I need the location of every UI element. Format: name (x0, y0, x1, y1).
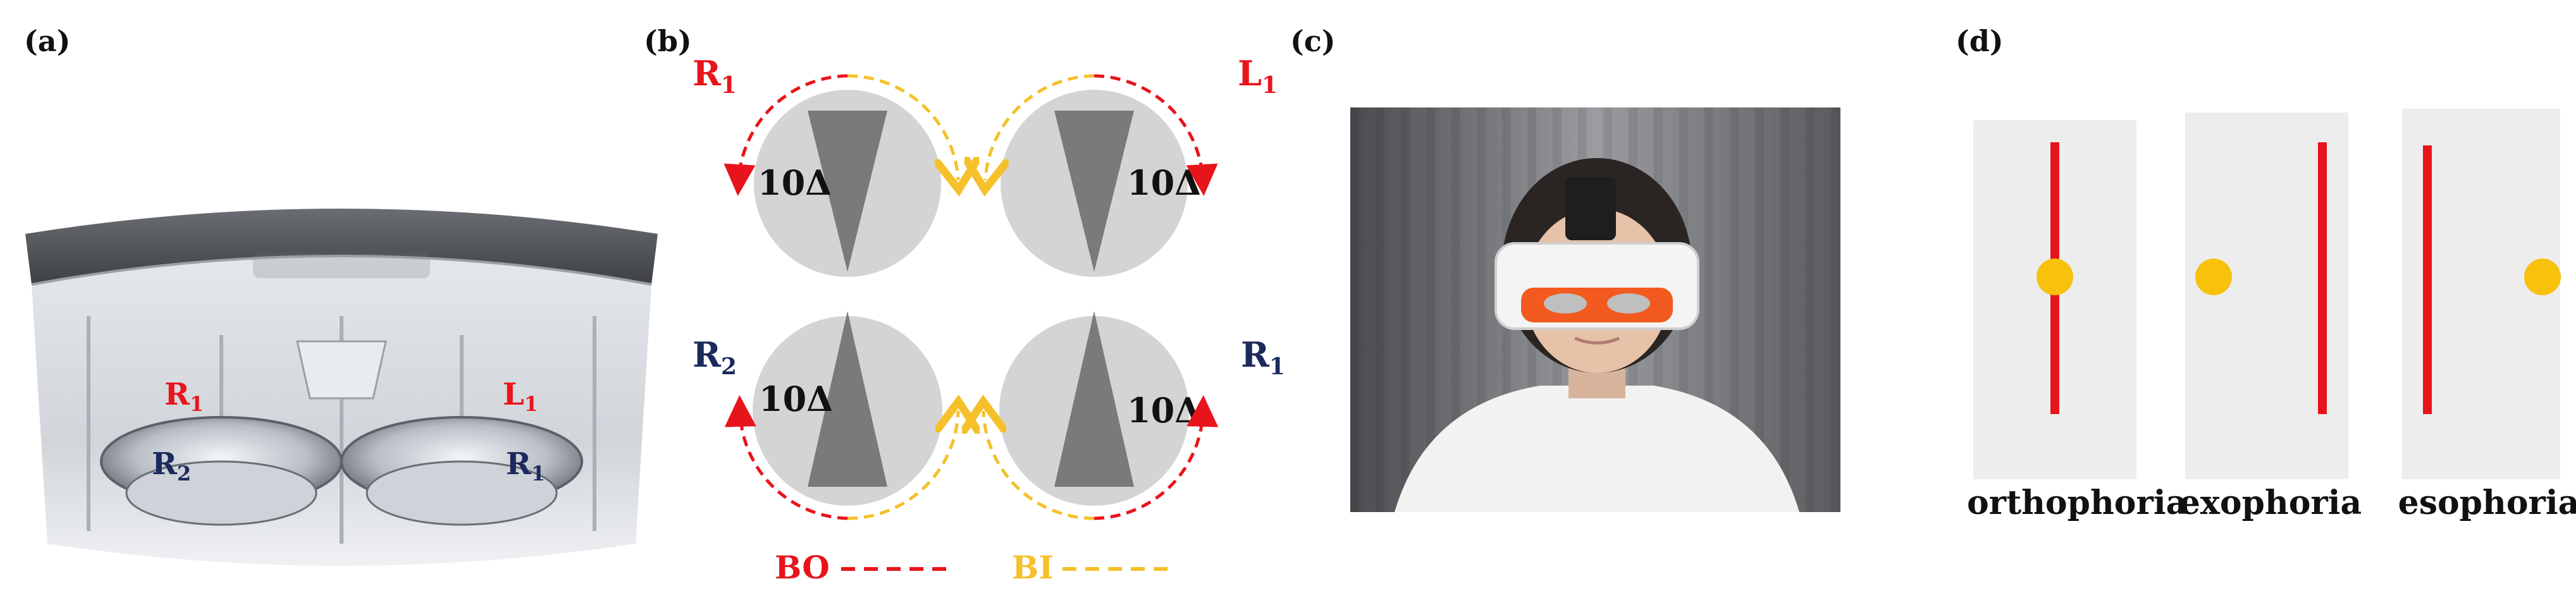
prism-label-bottom-left: R2 (693, 334, 737, 380)
caption-orthophoria: orthophoria (1967, 484, 2188, 522)
svg-text:10Δ: 10Δ (1127, 162, 1201, 203)
bo-arrow-bottom-right (1094, 395, 1219, 520)
prism-diagram: 10Δ 10Δ 10Δ 10Δ R1 L1 R2 R1 BO BI (693, 57, 1285, 586)
panel-label-a: (a) (24, 24, 71, 58)
panel-label-b: (b) (644, 24, 692, 58)
svg-text:10Δ: 10Δ (759, 379, 833, 419)
subject-photo (1350, 107, 1840, 512)
bo-arrow-top-left (724, 74, 848, 196)
legend-bi-label: BI (1012, 549, 1054, 586)
prism-label-top-right: L1 (1238, 57, 1278, 99)
prism-bottom-right: 10Δ (999, 311, 1201, 506)
legend-bo-label: BO (775, 549, 830, 586)
orthophoria-card (1973, 120, 2136, 479)
prism-top-left: 10Δ (754, 90, 941, 277)
panel-label-d: (d) (1956, 24, 2004, 58)
headset-image: R1 L1 R2 R1 (25, 209, 658, 566)
bo-arrow-top-right (1094, 74, 1218, 196)
esophoria-card (2402, 109, 2561, 479)
bi-arrow-bottom-left (847, 411, 958, 520)
caption-exophoria: exophoria (2179, 484, 2362, 522)
exophoria-card (2185, 113, 2348, 479)
bi-arrow-top-left (847, 74, 958, 180)
headset-label-r2: R2 (152, 446, 191, 486)
headset-label-r1-lower: R1 (506, 446, 545, 486)
phoria-cards (1973, 109, 2561, 479)
svg-text:10Δ: 10Δ (758, 162, 832, 203)
svg-text:10Δ: 10Δ (1127, 390, 1201, 431)
caption-esophoria: esophoria (2398, 484, 2576, 522)
headset-label-r1: R1 (164, 377, 204, 416)
headset-label-l1: L1 (503, 377, 538, 416)
bi-arrow-bottom-right (983, 411, 1095, 520)
prism-label-bottom-right: R1 (1241, 334, 1285, 380)
bo-arrow-bottom-left (724, 395, 848, 520)
prism-top-right: 10Δ (1001, 90, 1201, 277)
panel-label-c: (c) (1290, 24, 1336, 58)
prism-label-top-left: R1 (693, 57, 737, 99)
prism-bottom-left: 10Δ (753, 311, 942, 506)
bi-arrow-top-right (985, 74, 1095, 180)
